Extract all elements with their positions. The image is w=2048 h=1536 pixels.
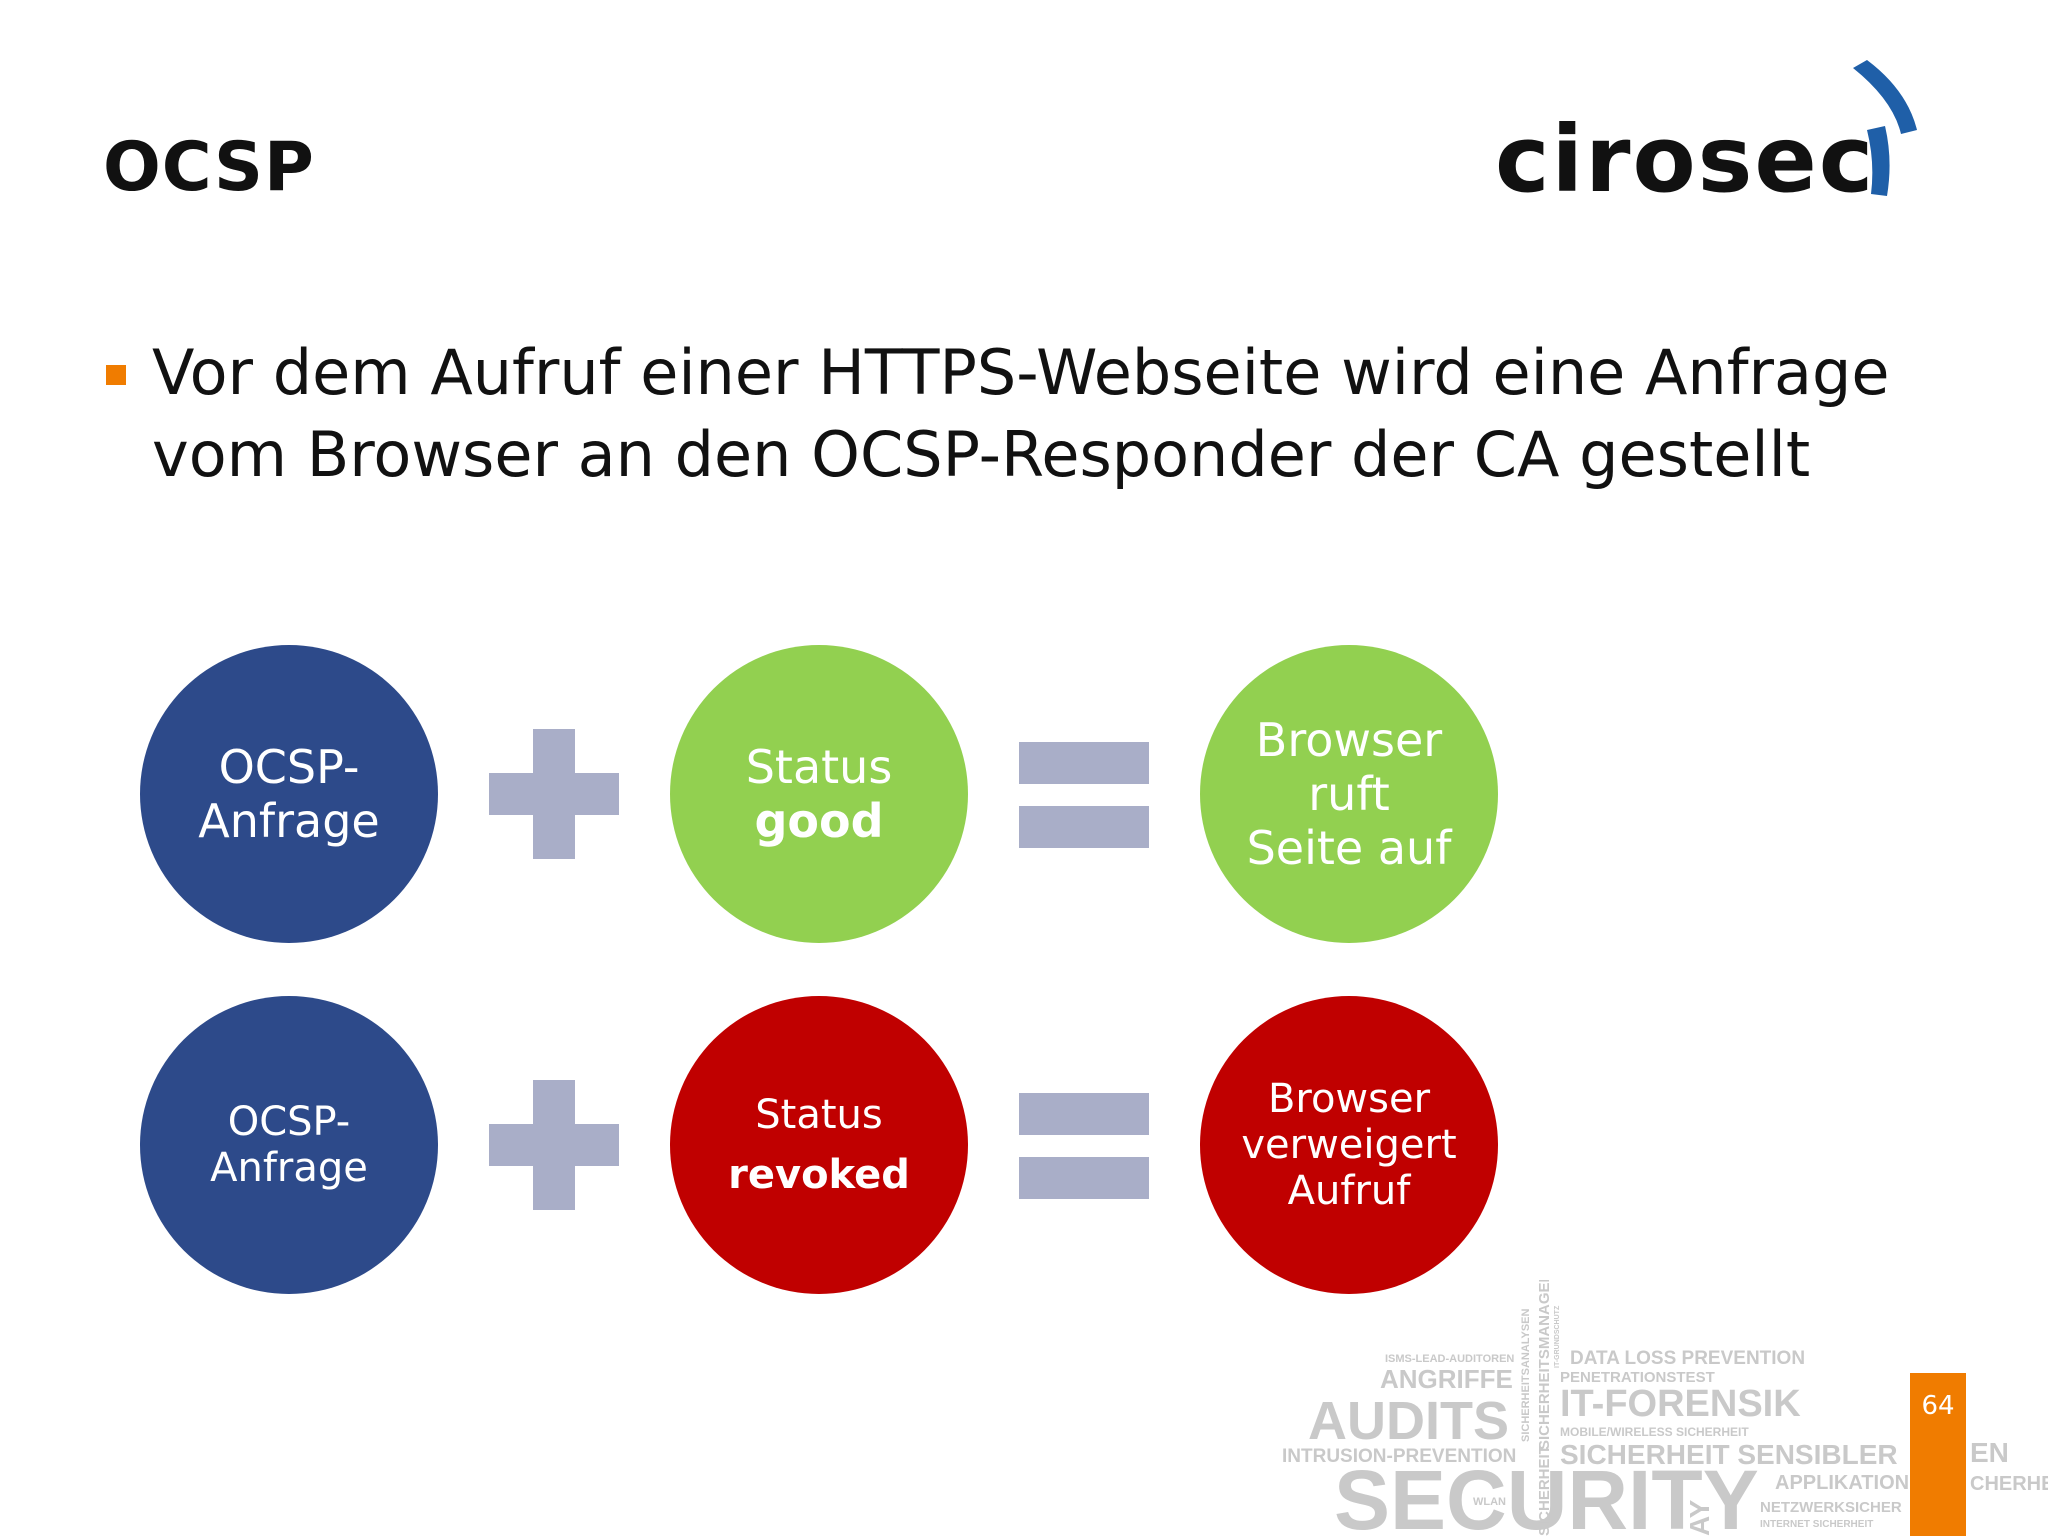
wordcloud-word: DATA LOSS PREVENTION	[1570, 1348, 1806, 1369]
wordcloud-word: SECURITY	[1334, 1453, 1759, 1536]
wordcloud-word: CHERHE	[1970, 1473, 2048, 1495]
wordcloud-word: PENETRATIONSTEST	[1560, 1369, 1715, 1386]
wordcloud-word: NETZWERKSICHER	[1760, 1499, 1902, 1516]
wordcloud-word: INTRUSION-PREVENTION	[1282, 1446, 1517, 1467]
wordcloud-word: SICHERHEITSANALYSEN	[1520, 1308, 1532, 1442]
result-line-3: Aufruf	[1287, 1168, 1411, 1214]
result-line-1: Browser	[1255, 713, 1443, 767]
wordcloud-word: ANGRIFFE	[1380, 1364, 1513, 1394]
equals-icon	[1019, 1093, 1149, 1199]
status-value: revoked	[728, 1152, 910, 1198]
logo-text: cirosec	[1495, 106, 1876, 213]
wordcloud-word: IT-FORENSIK	[1560, 1383, 1801, 1425]
wordcloud-word: AY	[1684, 1499, 1715, 1536]
wordcloud-word: SICHERHEIT	[1536, 1445, 1553, 1536]
equals-icon	[1019, 742, 1149, 848]
page-number-badge: 64	[1910, 1373, 1966, 1536]
security-wordcloud: ISMS-LEAD-AUDITOREN ANGRIFFE AUDITS INTR…	[1270, 1280, 2048, 1536]
request-line-2: Anfrage	[198, 794, 380, 848]
result-line-2: verweigert	[1241, 1122, 1457, 1168]
request-line-1: OCSP-	[227, 1099, 351, 1145]
wordcloud-word: SICHERHEITSMANAGEMENT	[1536, 1280, 1553, 1450]
wordcloud-word: MOBILE/WIRELESS SICHERHEIT	[1560, 1425, 1749, 1439]
wordcloud-word: INTERNET SICHERHEIT	[1760, 1519, 1874, 1530]
result-circle-allow: Browser ruft Seite auf	[1200, 645, 1498, 943]
logo-mark-icon	[1853, 60, 1917, 196]
wordcloud-word: AUDITS	[1308, 1391, 1509, 1451]
bullet-marker	[106, 365, 126, 385]
wordcloud-word: WLAN	[1473, 1496, 1506, 1508]
result-line-2: ruft	[1308, 767, 1390, 821]
result-line-1: Browser	[1267, 1076, 1431, 1122]
bullet-text: Vor dem Aufruf einer HTTPS-Webseite wird…	[152, 336, 1890, 491]
result-circle-deny: Browser verweigert Aufruf	[1200, 996, 1498, 1294]
wordcloud-word: APPLIKATION	[1775, 1472, 1910, 1494]
wordcloud-word: IT-GRUNDSCHUTZ	[1554, 1305, 1561, 1368]
status-revoked-circle: Status revoked	[670, 996, 968, 1294]
wordcloud-word: ISMS-LEAD-AUDITOREN	[1385, 1353, 1515, 1365]
status-label: Status	[745, 740, 893, 794]
result-line-3: Seite auf	[1246, 821, 1452, 875]
plus-icon	[489, 1080, 619, 1210]
status-label: Status	[755, 1092, 883, 1138]
cirosec-logo: cirosec	[1495, 60, 1935, 213]
slide-title: OCSP	[103, 128, 315, 207]
status-value: good	[754, 794, 884, 848]
request-line-1: OCSP-	[218, 740, 360, 794]
request-line-2: Anfrage	[210, 1145, 368, 1191]
status-good-circle: Status good	[670, 645, 968, 943]
ocsp-request-circle: OCSP- Anfrage	[140, 645, 438, 943]
wordcloud-word: SICHERHEIT SENSIBLER	[1560, 1439, 1898, 1470]
wordcloud-word: EN	[1970, 1437, 2009, 1468]
ocsp-request-circle: OCSP- Anfrage	[140, 996, 438, 1294]
plus-icon	[489, 729, 619, 859]
